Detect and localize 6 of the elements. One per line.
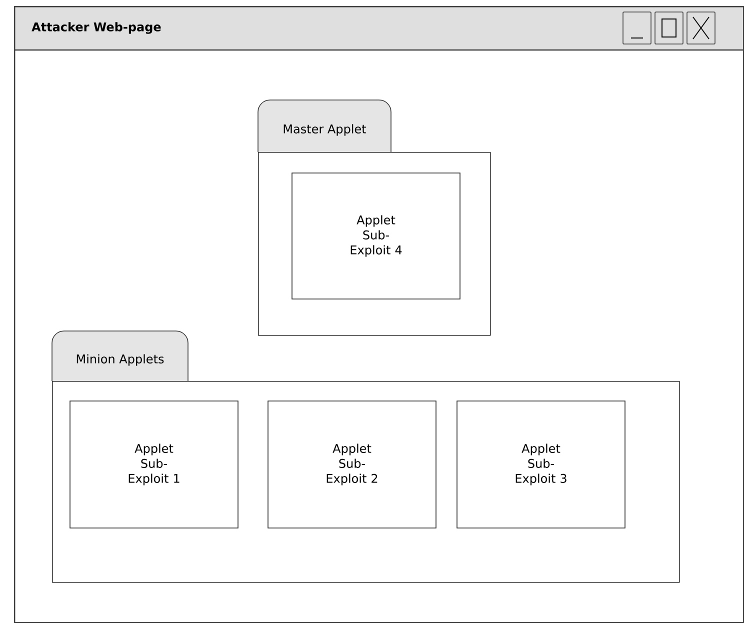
applet-box: Applet Sub-Exploit 2 bbox=[268, 400, 436, 528]
applet-box: Applet Sub-Exploit 4 bbox=[292, 172, 460, 300]
applet-box: Applet Sub-Exploit 1 bbox=[70, 400, 238, 528]
node-label: Master Applet bbox=[284, 124, 366, 136]
node-label: Minion Applets bbox=[76, 354, 164, 366]
applet-box: Applet Sub-Exploit 3 bbox=[456, 400, 626, 528]
